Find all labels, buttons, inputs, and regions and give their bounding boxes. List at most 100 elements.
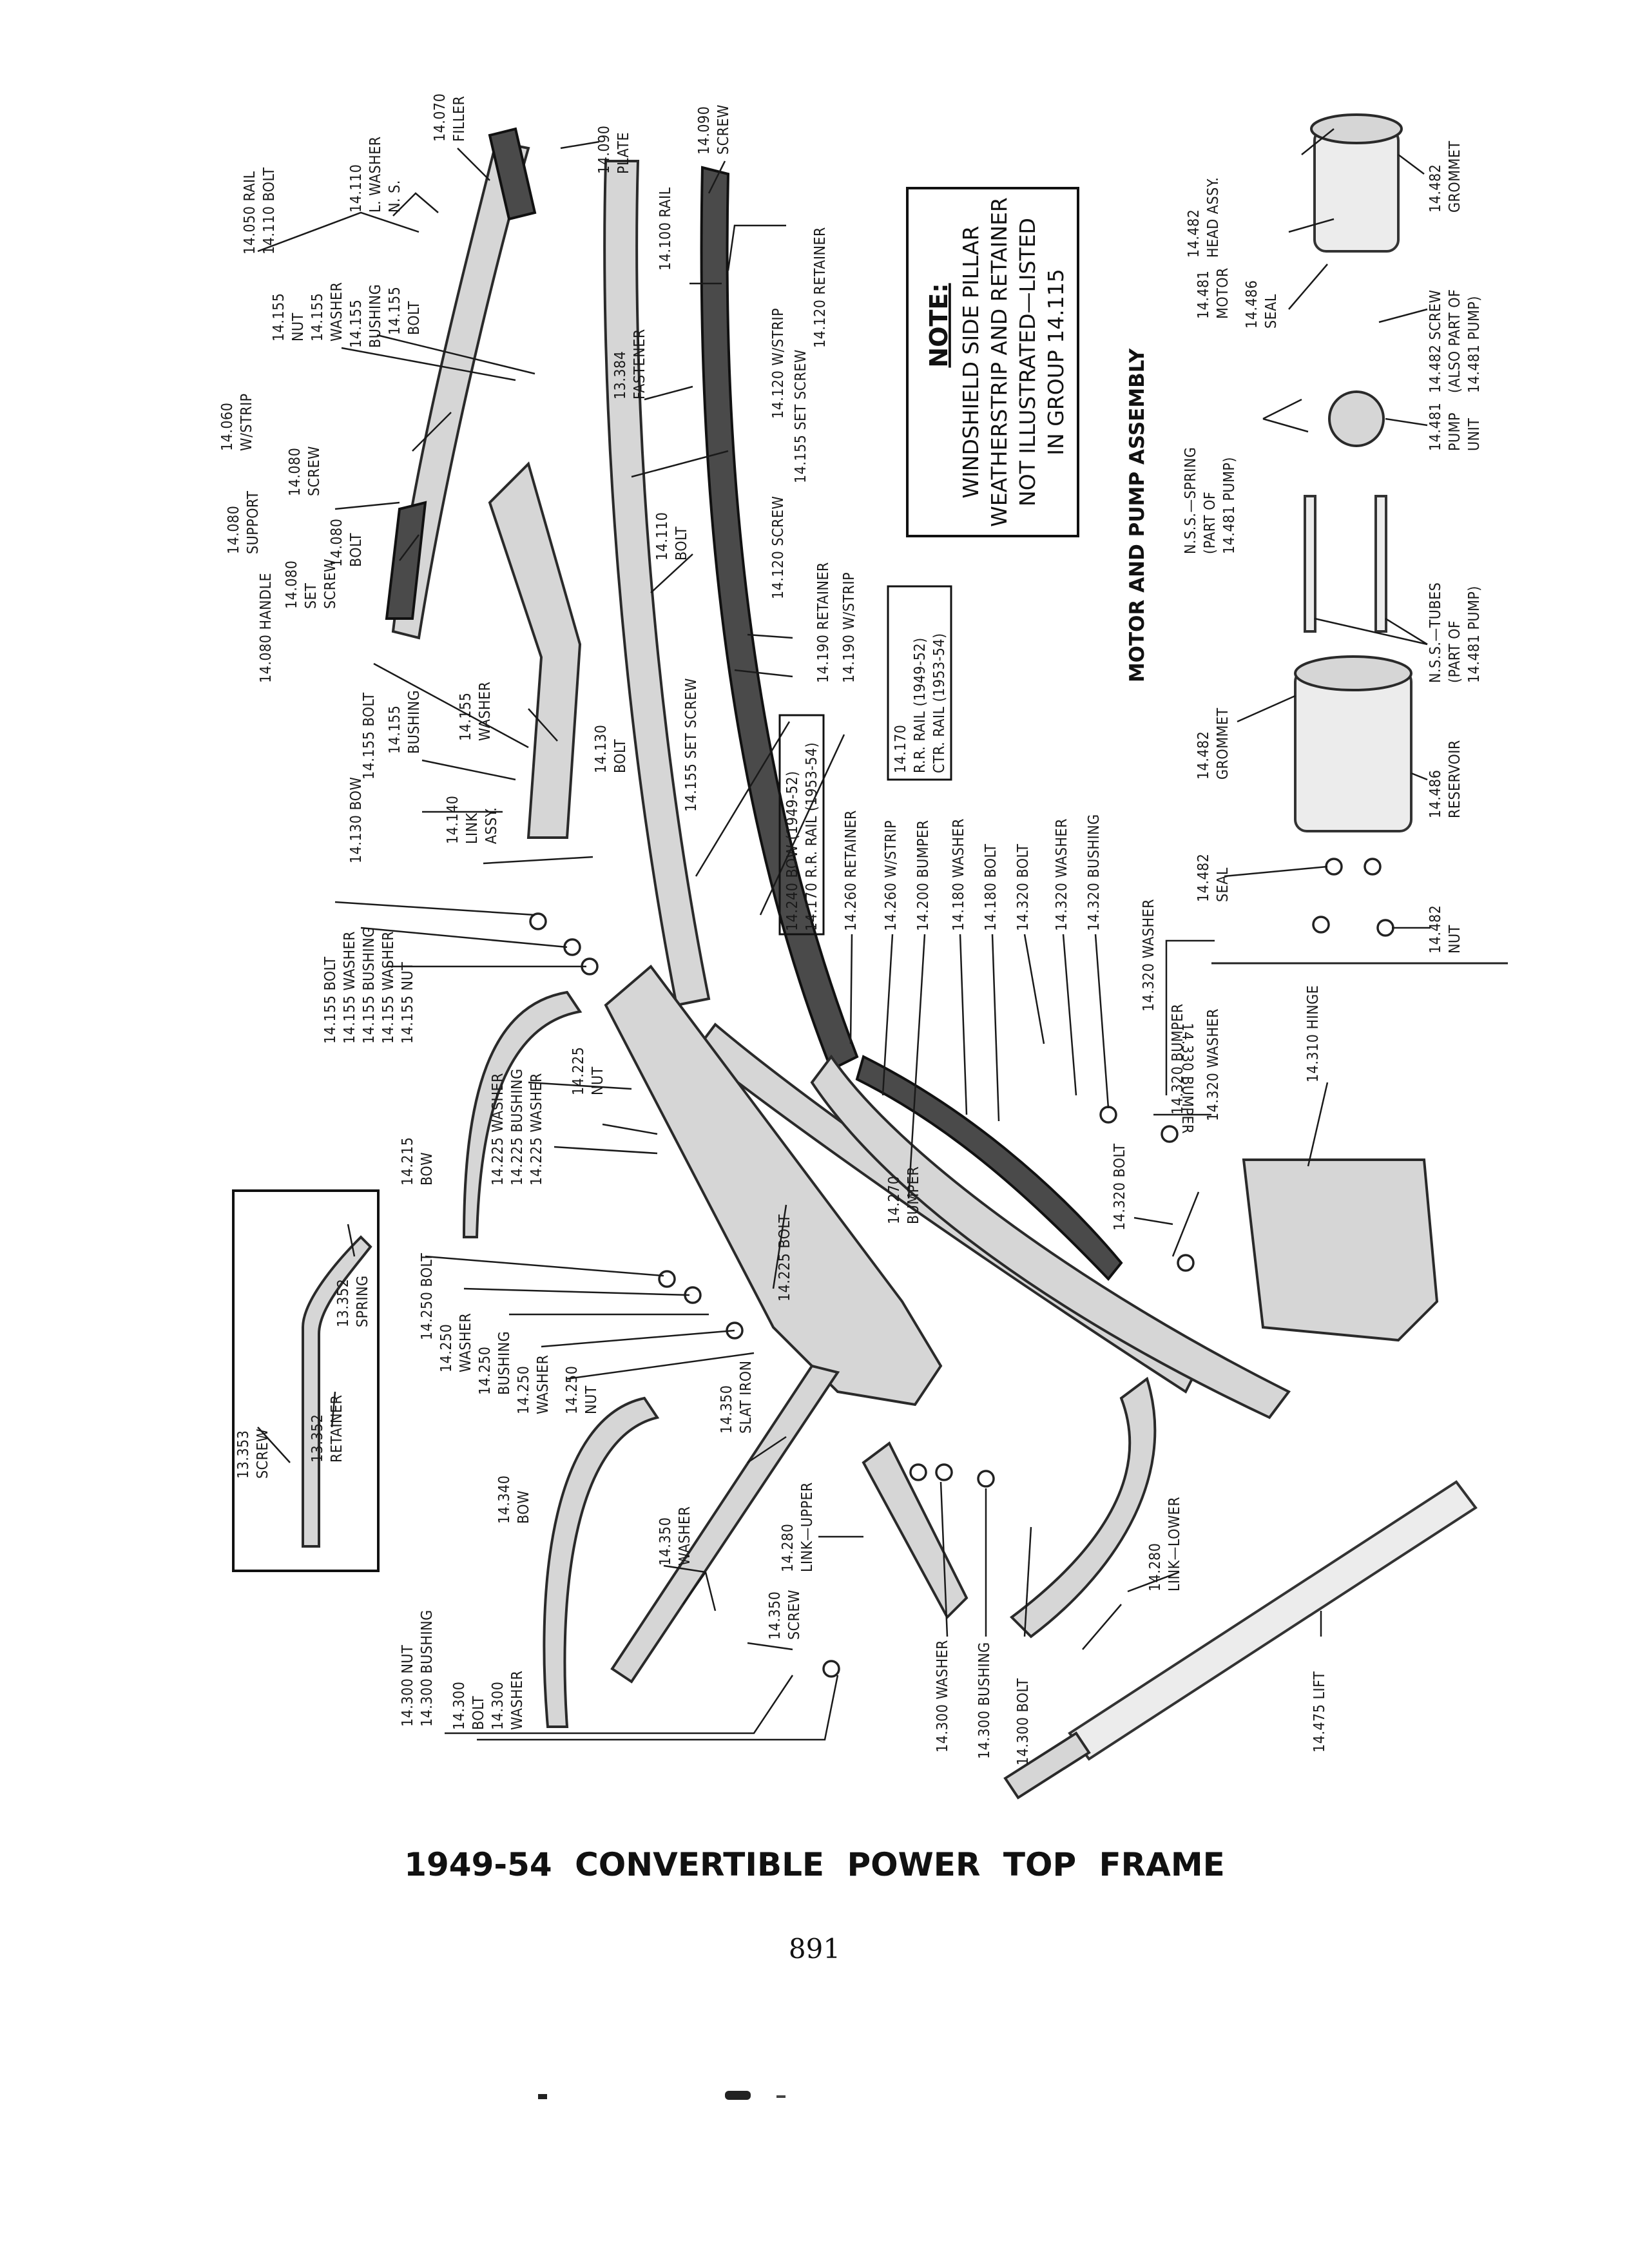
svg-text:BUSHING: BUSHING — [406, 690, 423, 754]
label-14-482-head-assy: 14.482 — [1186, 209, 1202, 258]
label-14-050-rail: 14.050 RAIL — [242, 171, 258, 255]
svg-text:PUMP: PUMP — [1447, 412, 1463, 451]
label-14-482-grommet: 14.482 — [1427, 164, 1444, 213]
svg-text:GROMMET: GROMMET — [1447, 140, 1463, 213]
rear-weatherstrip — [855, 1055, 1123, 1282]
svg-text:BUSHING: BUSHING — [367, 284, 384, 348]
svg-text:14.155 NUT: 14.155 NUT — [400, 962, 416, 1044]
label-14-320-bolt: 14.320 BOLT — [1015, 843, 1032, 931]
svg-text:W/STRIP: W/STRIP — [238, 393, 255, 451]
label-14-155-washer: 14.155 — [309, 293, 326, 341]
label-14-110-bolt-mid: 14.110 — [654, 512, 671, 561]
svg-text:WASHER: WASHER — [677, 1506, 693, 1566]
inset-detail — [232, 1189, 380, 1572]
note-line-1: WINDSHIELD SIDE PILLAR — [958, 226, 983, 498]
page-number: 891 — [788, 1933, 841, 1965]
label-14-155-washer-b: 14.155 — [458, 693, 474, 741]
label-14-300-washer-b: 14.300 WASHER — [934, 1640, 951, 1753]
label-14-250-nut: 14.250 — [564, 1366, 581, 1414]
washer-ring — [658, 1270, 676, 1288]
label-14-240-bow: 14.240 BOW (1949-52) — [784, 771, 801, 931]
label-14-180-bolt: 14.180 BOLT — [983, 843, 999, 931]
label-14-155-set-screw: 14.155 SET SCREW — [793, 349, 809, 483]
svg-text:RESERVOIR: RESERVOIR — [1447, 740, 1463, 818]
label-14-481-pump-unit: 14.481 — [1427, 403, 1444, 451]
svg-text:WASHER: WASHER — [329, 282, 345, 341]
label-14-482-nut: 14.482 — [1427, 905, 1444, 954]
motor-section-title: MOTOR AND PUMP ASSEMBLY — [1126, 348, 1149, 682]
label-14-300-washer: 14.300 — [490, 1682, 506, 1730]
svg-text:BOLT: BOLT — [673, 526, 690, 561]
washer-ring — [822, 1660, 840, 1678]
svg-text:(PART OF: (PART OF — [1447, 620, 1463, 683]
note-line-3: NOT ILLUSTRATED—LISTED — [1015, 218, 1040, 506]
label-14-080-handle: 14.080 HANDLE — [258, 573, 275, 683]
label-14-482-grommet-b: 14.482 — [1195, 731, 1212, 780]
svg-text:BOLT: BOLT — [406, 301, 423, 335]
svg-text:BOLT: BOLT — [348, 533, 365, 567]
label-14-090-screw: 14.090 — [696, 106, 713, 155]
svg-text:SCREW: SCREW — [322, 559, 339, 609]
page-caption: 1949-54 CONVERTIBLE POWER TOP FRAME — [404, 1846, 1225, 1883]
svg-text:NUT: NUT — [1447, 925, 1463, 954]
svg-text:SUPPORT: SUPPORT — [245, 491, 262, 554]
svg-text:(ALSO PART OF: (ALSO PART OF — [1447, 289, 1463, 394]
bow-link — [488, 461, 582, 839]
rail-dark-upper — [488, 127, 537, 221]
part-illustrations — [385, 113, 1478, 1800]
label-14-090-plate: 14.090 — [596, 126, 613, 174]
tube-a — [1304, 495, 1316, 633]
label-14-350-washer: 14.350 — [657, 1517, 674, 1566]
svg-text:RETAINER: RETAINER — [329, 1395, 345, 1463]
label-14-100-rail: 14.100 RAIL — [657, 187, 674, 271]
svg-text:LINK—LOWER: LINK—LOWER — [1166, 1497, 1183, 1591]
washer-ring — [1312, 916, 1330, 934]
washer-ring — [1325, 858, 1343, 876]
label-14-320-bushing: 14.320 BUSHING — [1086, 814, 1103, 931]
inset-part — [302, 1235, 372, 1548]
washer-ring — [935, 1463, 953, 1481]
svg-text:WASHER: WASHER — [509, 1670, 526, 1730]
label-14-120-screw: 14.120 SCREW — [770, 496, 787, 599]
note-frame — [906, 187, 1079, 537]
svg-text:14.225 WASHER: 14.225 WASHER — [528, 1073, 545, 1186]
washer-ring — [1177, 1254, 1195, 1272]
label-nss-spring: N.S.S.—SPRING — [1182, 447, 1199, 554]
label-14-250-bushing: 14.250 — [477, 1347, 494, 1395]
svg-text:NUT: NUT — [290, 312, 307, 341]
label-14-486-seal: 14.486 — [1244, 280, 1260, 329]
washer-ring — [977, 1470, 995, 1488]
motor-body — [1313, 128, 1400, 253]
svg-text:HEAD ASSY.: HEAD ASSY. — [1205, 177, 1222, 258]
label-14-155-nut: 14.155 — [271, 293, 287, 341]
label-14-120-retainer: 14.120 RETAINER — [812, 227, 829, 348]
svg-text:SEAL: SEAL — [1263, 294, 1280, 329]
washer-ring — [1364, 858, 1382, 876]
svg-text:SCREW: SCREW — [306, 446, 323, 496]
svg-text:NUT: NUT — [590, 1066, 606, 1095]
svg-text:LINK: LINK — [464, 812, 481, 844]
svg-text:14.481 PUMP): 14.481 PUMP) — [1466, 586, 1483, 683]
label-14-280-link-lower: 14.280 — [1147, 1543, 1164, 1591]
label-14-225-nut: 14.225 — [570, 1047, 587, 1095]
reservoir-top — [1294, 655, 1412, 691]
label-14-250-bolt: 14.250 BOLT — [419, 1253, 436, 1340]
label-14-300-nut: 14.300 NUT — [400, 1645, 416, 1727]
link-lower — [1009, 1376, 1157, 1639]
label-14-060-wstrip: 14.060 — [219, 403, 236, 451]
svg-text:ASSY.: ASSY. — [483, 807, 500, 844]
link-upper — [862, 1441, 969, 1620]
svg-text:FILLER: FILLER — [451, 96, 468, 142]
label-14-155-bushing-b: 14.155 — [387, 706, 403, 754]
svg-text:LINK—UPPER: LINK—UPPER — [799, 1482, 816, 1572]
label-14-155-bushing: 14.155 — [348, 300, 365, 348]
svg-text:R.R. RAIL (1949-52): R.R. RAIL (1949-52) — [912, 637, 929, 773]
svg-text:FASTENER: FASTENER — [631, 329, 648, 399]
label-14-300-bolt-b: 14.300 BOLT — [1015, 1678, 1032, 1765]
svg-text:PLATE: PLATE — [615, 132, 632, 174]
label-14-170-rr-rail: 14.170 — [892, 725, 909, 773]
washer-ring — [1161, 1125, 1179, 1143]
svg-text:WASHER: WASHER — [477, 681, 494, 741]
label-14-080-set-screw: 14.080 — [284, 561, 300, 609]
label-13-353-screw: 13.353 — [235, 1430, 252, 1479]
